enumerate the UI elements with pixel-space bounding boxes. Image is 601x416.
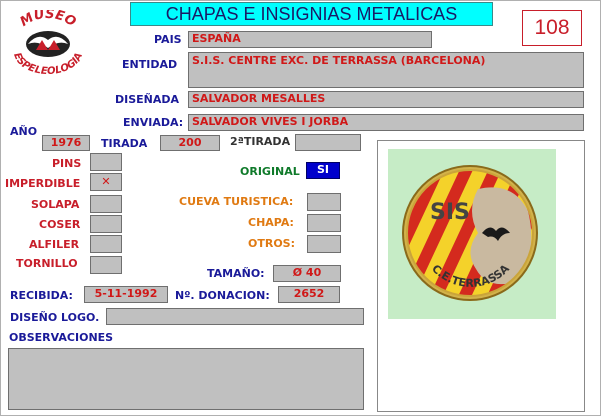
- museum-logo: MUSEO ESPELEOLOGIA: [6, 7, 90, 77]
- cueva-turistica-checkbox[interactable]: [307, 193, 341, 211]
- original-label: ORIGINAL: [240, 165, 300, 178]
- cueva-turistica-label: CUEVA TURISTICA:: [179, 195, 294, 208]
- entidad-label: ENTIDAD: [122, 58, 178, 71]
- badge-photo: SIS C.E.TERRASSA: [377, 140, 585, 412]
- segunda-tirada-field[interactable]: [295, 134, 361, 151]
- logo-text-top: MUSEO: [18, 7, 79, 30]
- chapa-label: CHAPA:: [248, 216, 294, 229]
- badge-photo-graphic: SIS C.E.TERRASSA: [378, 141, 584, 411]
- imperdible-checkbox[interactable]: ✕: [90, 173, 122, 191]
- svg-text:MUSEO: MUSEO: [18, 10, 79, 30]
- imperdible-label: IMPERDIBLE: [5, 177, 81, 190]
- otros-label: OTROS:: [248, 237, 295, 250]
- recibida-field[interactable]: 5-11-1992: [84, 286, 168, 303]
- enviada-field[interactable]: SALVADOR VIVES I JORBA: [188, 114, 584, 131]
- donacion-label: Nº. DONACION:: [175, 289, 270, 302]
- recibida-label: RECIBIDA:: [10, 289, 73, 302]
- otros-checkbox[interactable]: [307, 235, 341, 253]
- diseno-logo-field[interactable]: [106, 308, 364, 325]
- tamano-field[interactable]: Ø 40: [273, 265, 341, 282]
- solapa-label: SOLAPA: [31, 198, 80, 211]
- alfiler-label: ALFILER: [29, 238, 80, 251]
- pais-field[interactable]: ESPAÑA: [188, 31, 432, 48]
- tirada-label: TIRADA: [101, 137, 148, 150]
- observaciones-field[interactable]: [8, 348, 364, 410]
- badge-text-top: SIS: [430, 200, 470, 225]
- coser-checkbox[interactable]: [90, 215, 122, 233]
- original-field[interactable]: SI: [306, 162, 340, 179]
- tamano-label: TAMAÑO:: [207, 267, 265, 280]
- donacion-field[interactable]: 2652: [278, 286, 340, 303]
- pins-checkbox[interactable]: [90, 153, 122, 171]
- pais-label: PAIS: [154, 33, 182, 46]
- alfiler-checkbox[interactable]: [90, 235, 122, 253]
- entidad-field[interactable]: S.I.S. CENTRE EXC. DE TERRASSA (BARCELON…: [188, 52, 584, 88]
- enviada-label: ENVIADA:: [123, 116, 184, 129]
- segunda-tirada-label: 2ªTIRADA: [230, 135, 291, 148]
- observaciones-label: OBSERVACIONES: [9, 331, 114, 344]
- chapa-checkbox[interactable]: [307, 214, 341, 232]
- record-number: 108: [522, 10, 582, 46]
- tirada-field[interactable]: 200: [160, 135, 220, 151]
- tornillo-label: TORNILLO: [16, 257, 78, 270]
- disenada-label: DISEÑADA: [115, 93, 180, 106]
- ano-label: AÑO: [10, 125, 38, 138]
- diseno-logo-label: DISEÑO LOGO.: [10, 311, 100, 324]
- disenada-field[interactable]: SALVADOR MESALLES: [188, 91, 584, 108]
- coser-label: COSER: [39, 218, 81, 231]
- museum-logo-graphic: MUSEO ESPELEOLOGIA: [11, 7, 85, 77]
- solapa-checkbox[interactable]: [90, 195, 122, 213]
- tornillo-checkbox[interactable]: [90, 256, 122, 274]
- page-title: CHAPAS E INSIGNIAS METALICAS: [130, 2, 493, 26]
- pins-label: PINS: [52, 157, 82, 170]
- ano-field[interactable]: 1976: [42, 135, 90, 151]
